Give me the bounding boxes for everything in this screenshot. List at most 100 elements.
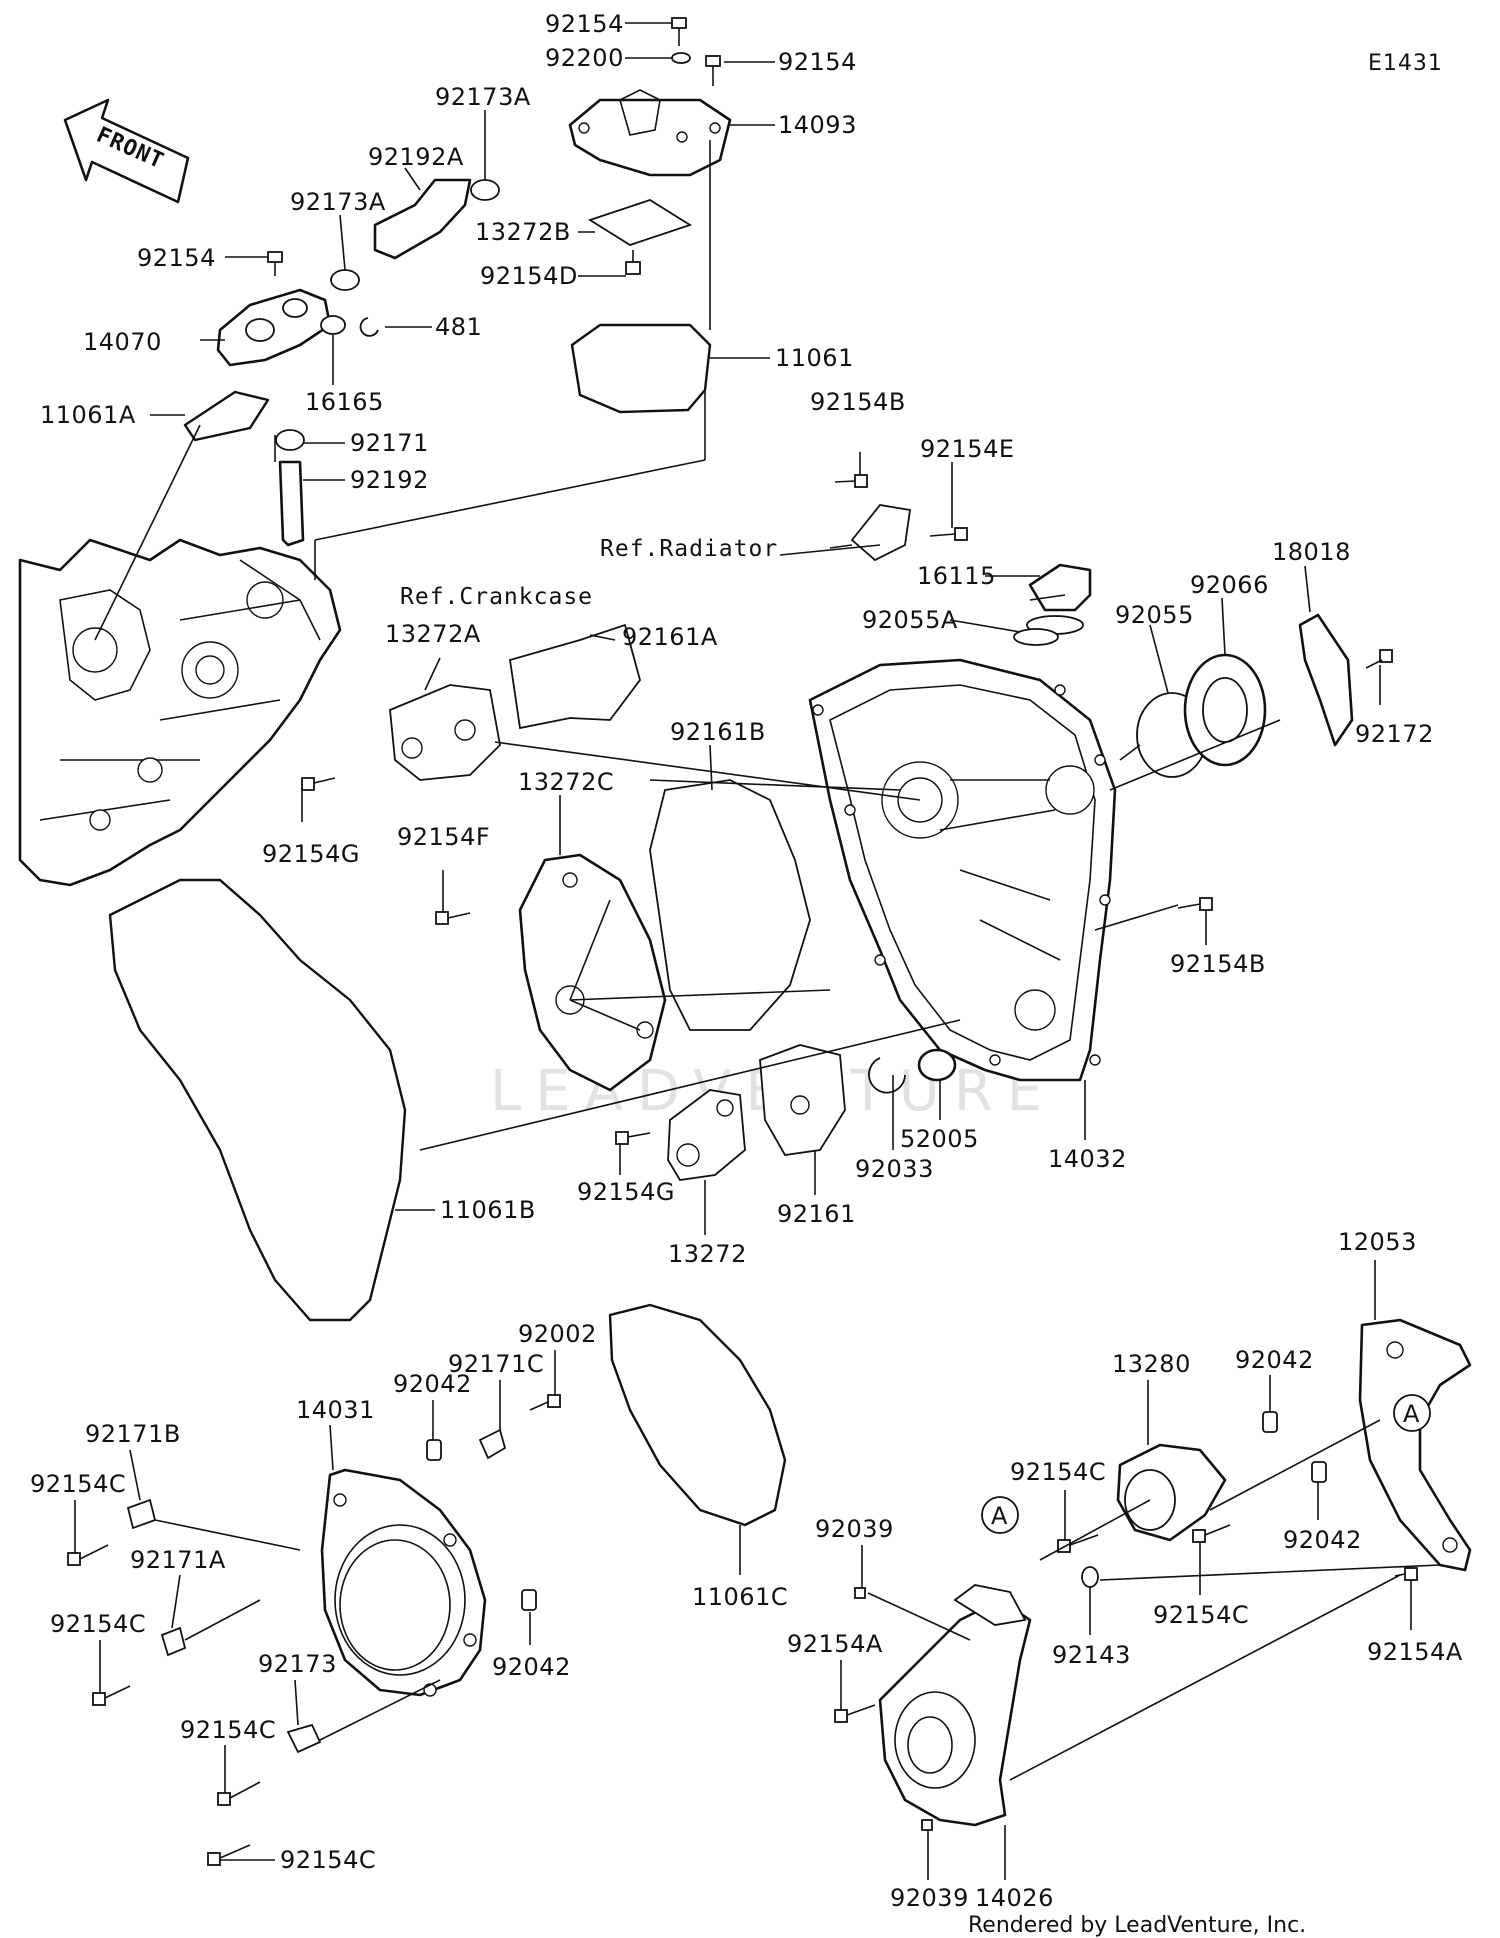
plate-13272a (389, 684, 501, 781)
label-92172: 92172 (1355, 720, 1434, 748)
label-92154f: 92154F (397, 823, 490, 851)
bolt-92039-top (854, 1587, 866, 1599)
diagram-code: E1431 (1368, 51, 1443, 76)
label-14093: 14093 (778, 111, 857, 139)
front-arrow-icon: FRONT (63, 98, 190, 204)
gasket-11061b (108, 878, 407, 1322)
label-92154c-r1: 92154C (1010, 1458, 1106, 1486)
bolt-92154f (435, 911, 471, 925)
bracket-12053 (1358, 1318, 1472, 1572)
label-92154e: 92154E (920, 435, 1015, 463)
dowel-92042-left (426, 1439, 442, 1461)
label-92154-top: 92154 (545, 10, 624, 38)
bolt-92154c-r1 (1057, 1534, 1099, 1553)
seal-52005 (917, 1048, 957, 1082)
plate-13272 (667, 1089, 746, 1181)
housing-14093 (568, 89, 732, 177)
svg-text:A: A (1403, 1400, 1420, 1428)
bolt-92154c-4 (207, 1844, 251, 1866)
clutch-cover-14032 (808, 658, 1117, 1082)
label-92173: 92173 (258, 1650, 337, 1678)
bolt-92154g-top (301, 777, 336, 791)
credit-text: Rendered by LeadVenture, Inc. (968, 1913, 1306, 1938)
thermostat-16165 (320, 315, 346, 335)
bolt-92154-right-top (705, 55, 721, 86)
clamp-92173 (286, 1723, 322, 1754)
label-11061c: 11061C (692, 1583, 788, 1611)
label-18018: 18018 (1272, 538, 1351, 566)
bolt-92039-bottom (921, 1819, 933, 1831)
label-11061: 11061 (775, 344, 854, 372)
dowel-92042-lower (521, 1589, 537, 1611)
bolt-92154g-bottom (615, 1131, 651, 1145)
label-92154c-r2: 92154C (1153, 1601, 1249, 1629)
bolt-92154c-3 (217, 1781, 261, 1806)
clamp-92171 (275, 429, 305, 451)
bolt-92154d (625, 250, 641, 275)
clamp-92173a-mid (330, 269, 360, 291)
insulator-92161b (649, 779, 811, 1031)
bolt-92154b-right (1177, 897, 1213, 911)
label-14031: 14031 (296, 1396, 375, 1424)
gasket-11061c (608, 1303, 787, 1527)
label-92171a: 92171A (130, 1546, 226, 1574)
label-92154b-top: 92154B (810, 388, 906, 416)
label-92154d: 92154D (480, 262, 578, 290)
label-92154a-right: 92154A (1367, 1638, 1463, 1666)
gasket-11061 (570, 323, 712, 414)
crankcase-ref-drawing (18, 538, 342, 887)
label-92042-left: 92042 (393, 1370, 472, 1398)
bolt-92154c-1 (67, 1544, 109, 1566)
bolt-92172 (1365, 649, 1393, 669)
label-92171c: 92171C (448, 1350, 544, 1378)
svg-text:A: A (991, 1502, 1008, 1530)
label-92154-left: 92154 (137, 244, 216, 272)
label-92192a: 92192A (368, 143, 464, 171)
dowel-92042-r1 (1262, 1411, 1278, 1433)
thermostat-housing-14070 (216, 288, 332, 367)
label-92154c-4: 92154C (280, 1846, 376, 1874)
label-92066: 92066 (1190, 571, 1269, 599)
callout-a-left: A (981, 1496, 1019, 1534)
insulator-92161a (508, 623, 641, 730)
guide-18018 (1298, 613, 1354, 747)
label-92042-r2: 92042 (1283, 1526, 1362, 1554)
label-92039-top: 92039 (815, 1515, 894, 1543)
bolt-92154a-right (1394, 1567, 1418, 1581)
label-92173a-top: 92173A (435, 83, 531, 111)
gasket-11061a (183, 390, 270, 442)
label-92154g-bottom: 92154G (577, 1178, 675, 1206)
label-92171: 92171 (350, 429, 429, 457)
label-13272b: 13272B (475, 218, 571, 246)
clamp-92171a (160, 1626, 187, 1657)
label-92161a: 92161A (622, 623, 718, 651)
label-13272c: 13272C (518, 768, 614, 796)
radiator-bracket (850, 504, 912, 562)
label-16165: 16165 (305, 388, 384, 416)
label-92042-lower: 92042 (492, 1653, 571, 1681)
label-92154g-top: 92154G (262, 840, 360, 868)
label-14026: 14026 (975, 1884, 1054, 1912)
label-14032: 14032 (1048, 1145, 1127, 1173)
bolt-92002 (529, 1394, 561, 1411)
bolt-92154e (929, 527, 968, 541)
label-92154a-left: 92154A (787, 1630, 883, 1658)
label-11061b: 11061B (440, 1196, 536, 1224)
part-labels: 92154 92200 92154 14093 92173A 92192A 92… (30, 10, 1463, 1912)
label-52005: 52005 (900, 1125, 979, 1153)
washer-92200 (671, 52, 691, 64)
label-92055: 92055 (1115, 601, 1194, 629)
label-92154c-2: 92154C (50, 1610, 146, 1638)
label-92154b-right: 92154B (1170, 950, 1266, 978)
label-92042-r1: 92042 (1235, 1346, 1314, 1374)
plate-13272c (518, 853, 667, 1092)
label-92192: 92192 (350, 466, 429, 494)
ref-crankcase: Ref.Crankcase (400, 584, 593, 610)
label-92200: 92200 (545, 44, 624, 72)
label-92171b: 92171B (85, 1420, 181, 1448)
leader-lines (74, 22, 1441, 1880)
label-92002: 92002 (518, 1320, 597, 1348)
label-12053: 12053 (1338, 1228, 1417, 1256)
label-92161b: 92161B (670, 718, 766, 746)
